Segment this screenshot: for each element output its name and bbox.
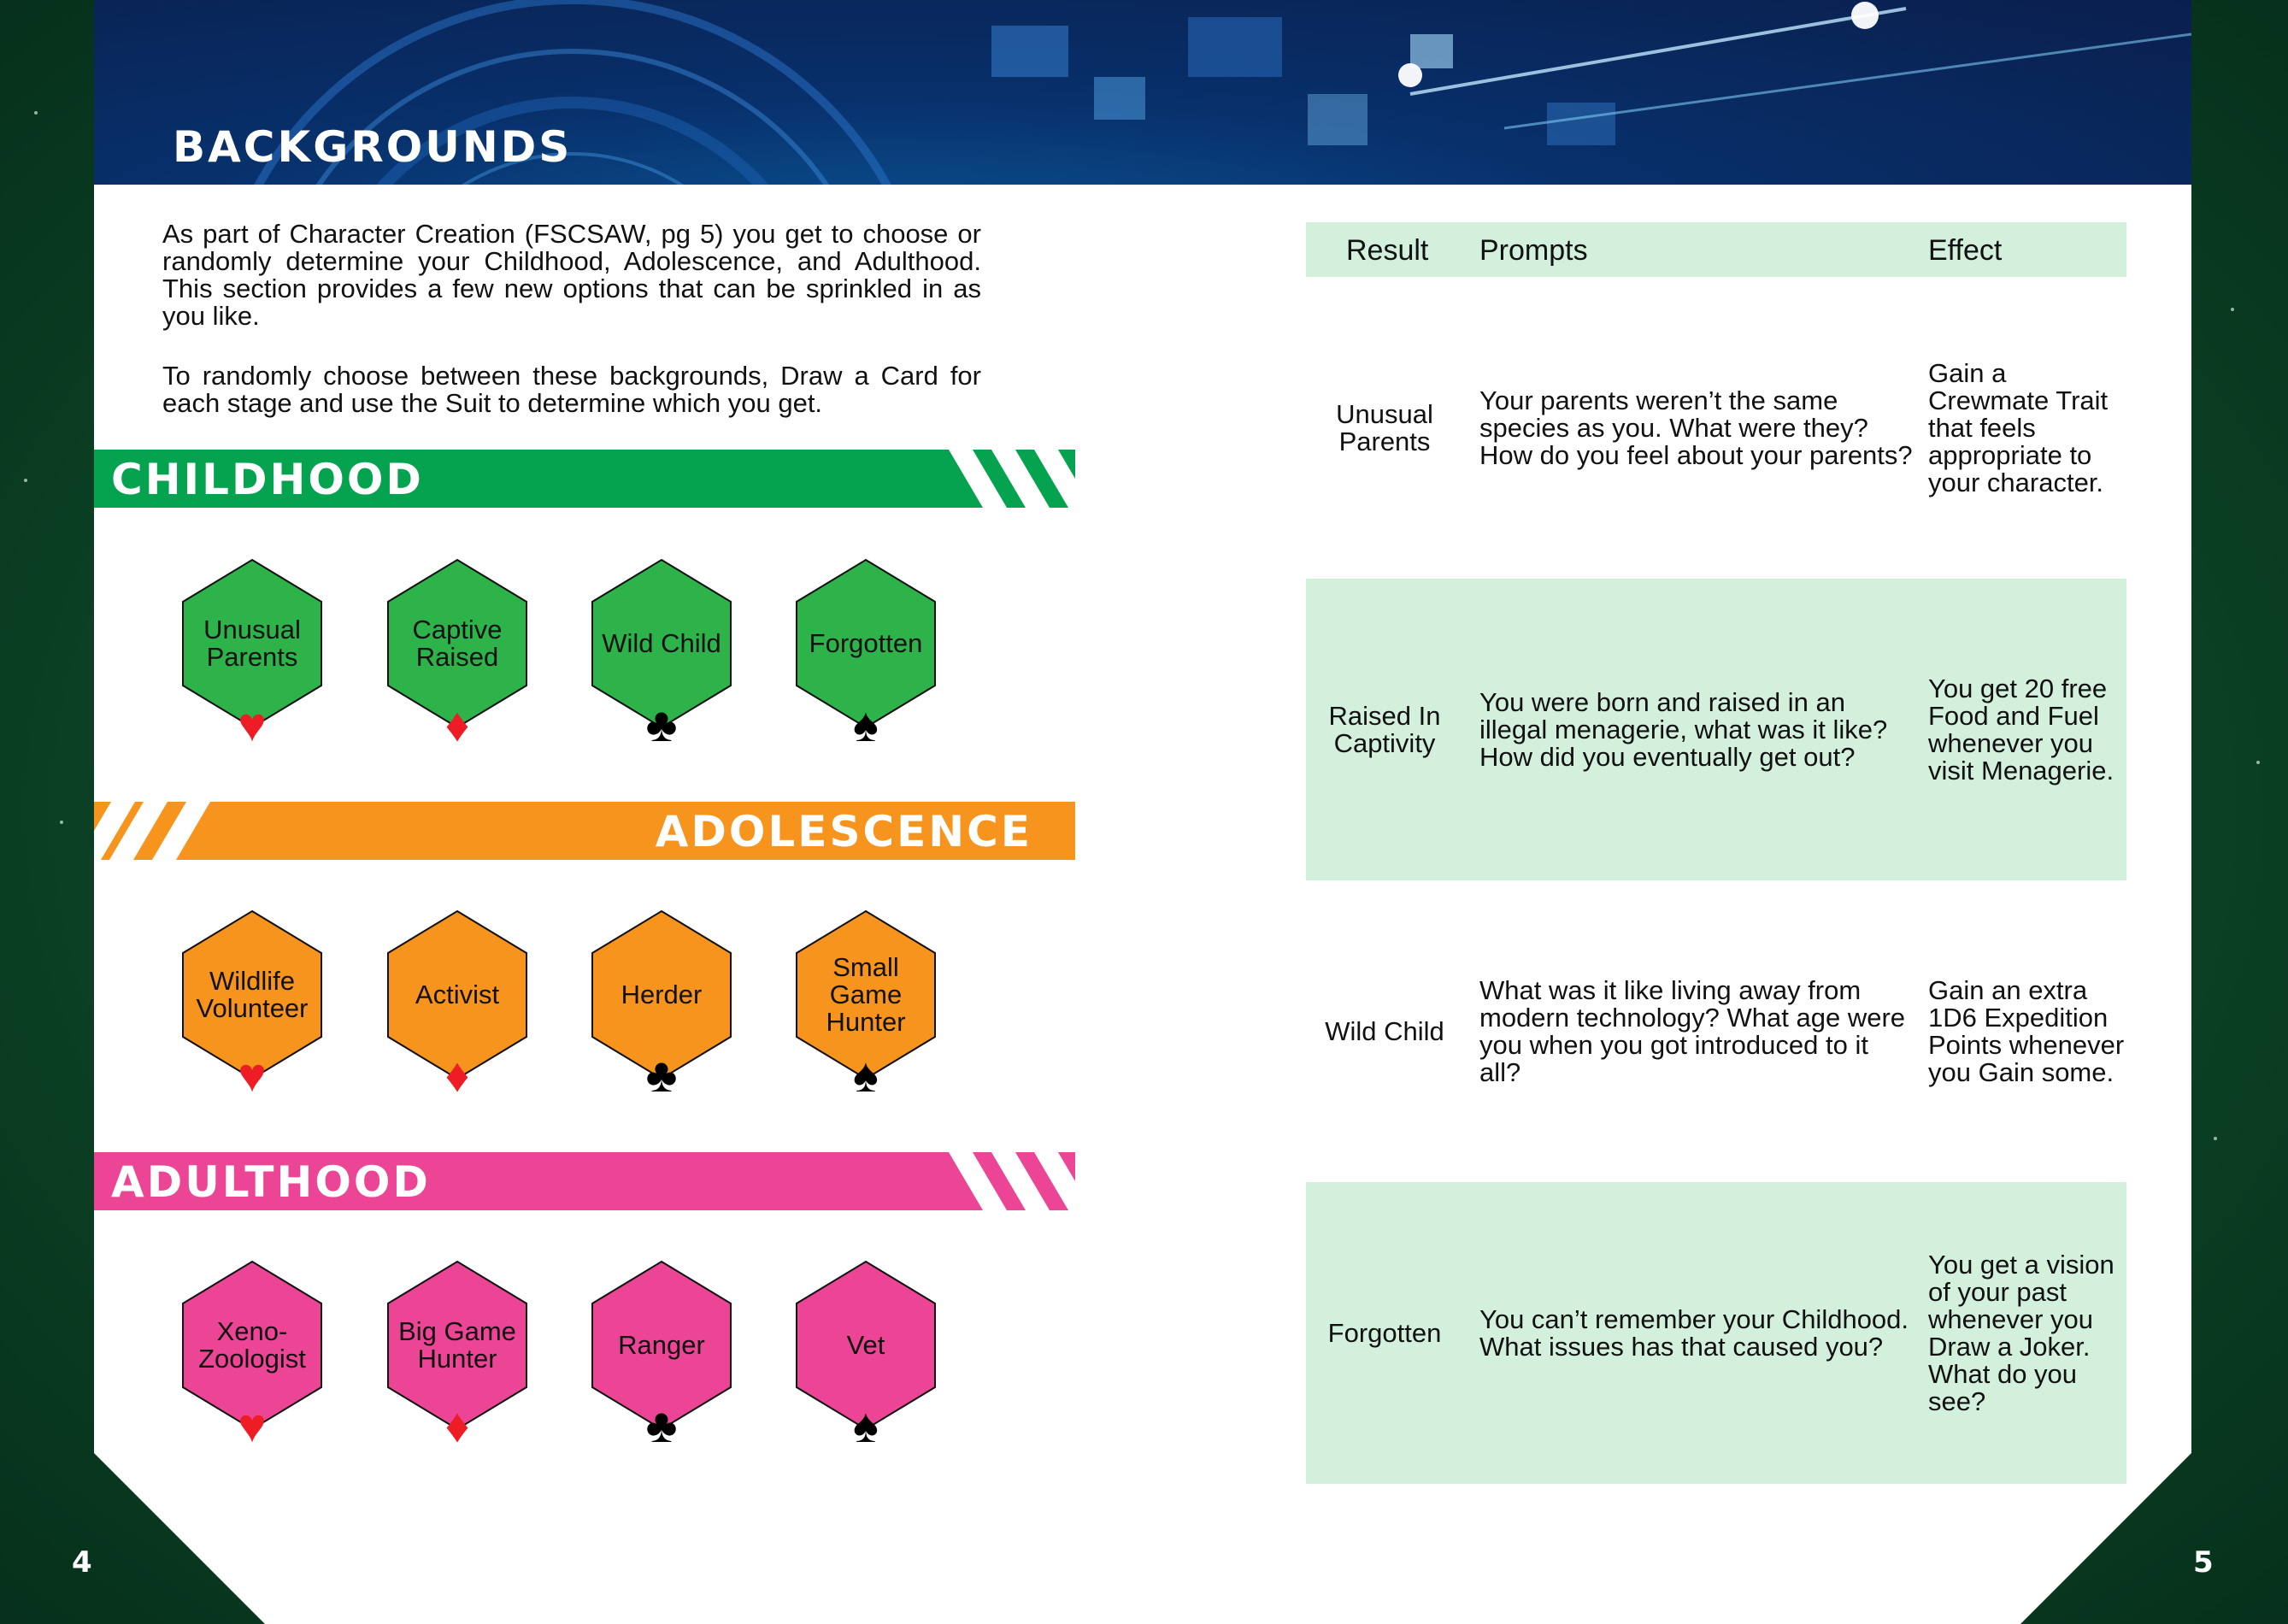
cell-prompt: Your parents weren’t the same species as… [1479,385,1913,470]
adolescence-option-3: Herder [591,909,732,1080]
diamond-icon: ♦ [444,1398,470,1452]
club-icon: ♣ [645,1398,678,1452]
cell-effect: You get 20 free Food and Fuel whenever y… [1928,673,2114,786]
childhood-label: CHILDHOOD [111,455,424,504]
option-label: Captive Raised [412,615,503,672]
table-header: Result Prompts Effect [1306,222,2126,277]
diamond-icon: ♦ [444,1048,470,1102]
option-label: Wildlife Volunteer [196,966,309,1023]
adolescence-option-4: Small Game Hunter [795,909,937,1080]
cell-effect: Gain an extra 1D6 Expedition Points when… [1928,974,2125,1087]
option-label: Herder [621,980,703,1009]
spade-icon: ♠ [853,697,879,751]
adolescence-banner: ADOLESCENCE [94,802,1075,860]
header-banner: BACKGROUNDS [94,0,2191,185]
header-prompts: Prompts [1479,234,1588,267]
option-label: Unusual Parents [203,615,301,672]
header-result: Result [1346,234,1429,267]
star-decoration [2214,1137,2217,1140]
star-decoration [2231,308,2234,311]
option-label: Wild Child [602,628,721,658]
adulthood-option-3: Ranger [591,1260,732,1431]
table-row: Wild Child What was it like living away … [1306,880,2126,1182]
club-icon: ♣ [645,1048,678,1102]
cell-effect: Gain a Crewmate Trait that feels appropr… [1928,357,2109,497]
heart-icon: ♥ [238,1048,267,1102]
cell-result: Wild Child [1325,1015,1444,1046]
option-label: Forgotten [809,628,923,658]
star-decoration [24,479,27,482]
childhood-option-2: Captive Raised [386,558,528,729]
adulthood-option-2: Big Game Hunter [386,1260,528,1431]
cell-effect: You get a vision of your past whenever y… [1928,1249,2114,1416]
star-decoration [34,111,38,115]
spade-icon: ♠ [853,1398,879,1452]
cell-result: Forgotten [1327,1317,1442,1348]
adulthood-banner: ADULTHOOD [94,1152,1075,1210]
option-label: Vet [846,1330,885,1360]
adulthood-label: ADULTHOOD [111,1157,431,1207]
club-icon: ♣ [645,697,678,751]
heart-icon: ♥ [238,1398,267,1452]
star-decoration [60,821,63,824]
page-title: BACKGROUNDS [173,122,573,172]
heart-icon: ♥ [238,697,267,751]
left-page-number: 4 [72,1545,92,1580]
adulthood-option-4: Vet [795,1260,937,1431]
intro-paragraph: As part of Character Creation (FSCSAW, p… [162,219,981,331]
childhood-banner: CHILDHOOD [94,450,1075,508]
option-label: Xeno-Zoologist [198,1316,306,1374]
star-decoration [2256,761,2260,764]
childhood-option-4: Forgotten [795,558,937,729]
table-row: Unusual Parents Your parents weren’t the… [1306,277,2126,579]
right-page-number: 5 [2193,1545,2214,1580]
cell-prompt: You can’t remember your Childhood. What … [1479,1303,1909,1362]
option-label: Ranger [618,1330,705,1360]
spade-icon: ♠ [853,1048,879,1102]
header-effect: Effect [1928,234,2003,267]
table-row: Raised In Captivity You were born and ra… [1306,579,2126,880]
adolescence-label: ADOLESCENCE [655,807,1032,856]
adolescence-option-2: Activist [386,909,528,1080]
intro-paragraph-2: To randomly choose between these backgro… [162,361,981,418]
childhood-option-3: Wild Child [591,558,732,729]
adulthood-option-1: Xeno-Zoologist [181,1260,323,1431]
childhood-option-1: Unusual Parents [181,558,323,729]
cell-prompt: You were born and raised in an illegal m… [1479,686,1888,772]
adolescence-option-1: Wildlife Volunteer [181,909,323,1080]
diamond-icon: ♦ [444,697,470,751]
tech-pattern [254,0,2191,185]
cell-result: Unusual Parents [1336,398,1433,456]
option-label: Big Game Hunter [398,1316,516,1374]
table-row: Forgotten You can’t remember your Childh… [1306,1182,2126,1484]
option-label: Small Game Hunter [826,952,906,1037]
cell-result: Raised In Captivity [1328,700,1441,758]
cell-prompt: What was it like living away from modern… [1479,974,1906,1087]
option-label: Activist [415,980,500,1009]
